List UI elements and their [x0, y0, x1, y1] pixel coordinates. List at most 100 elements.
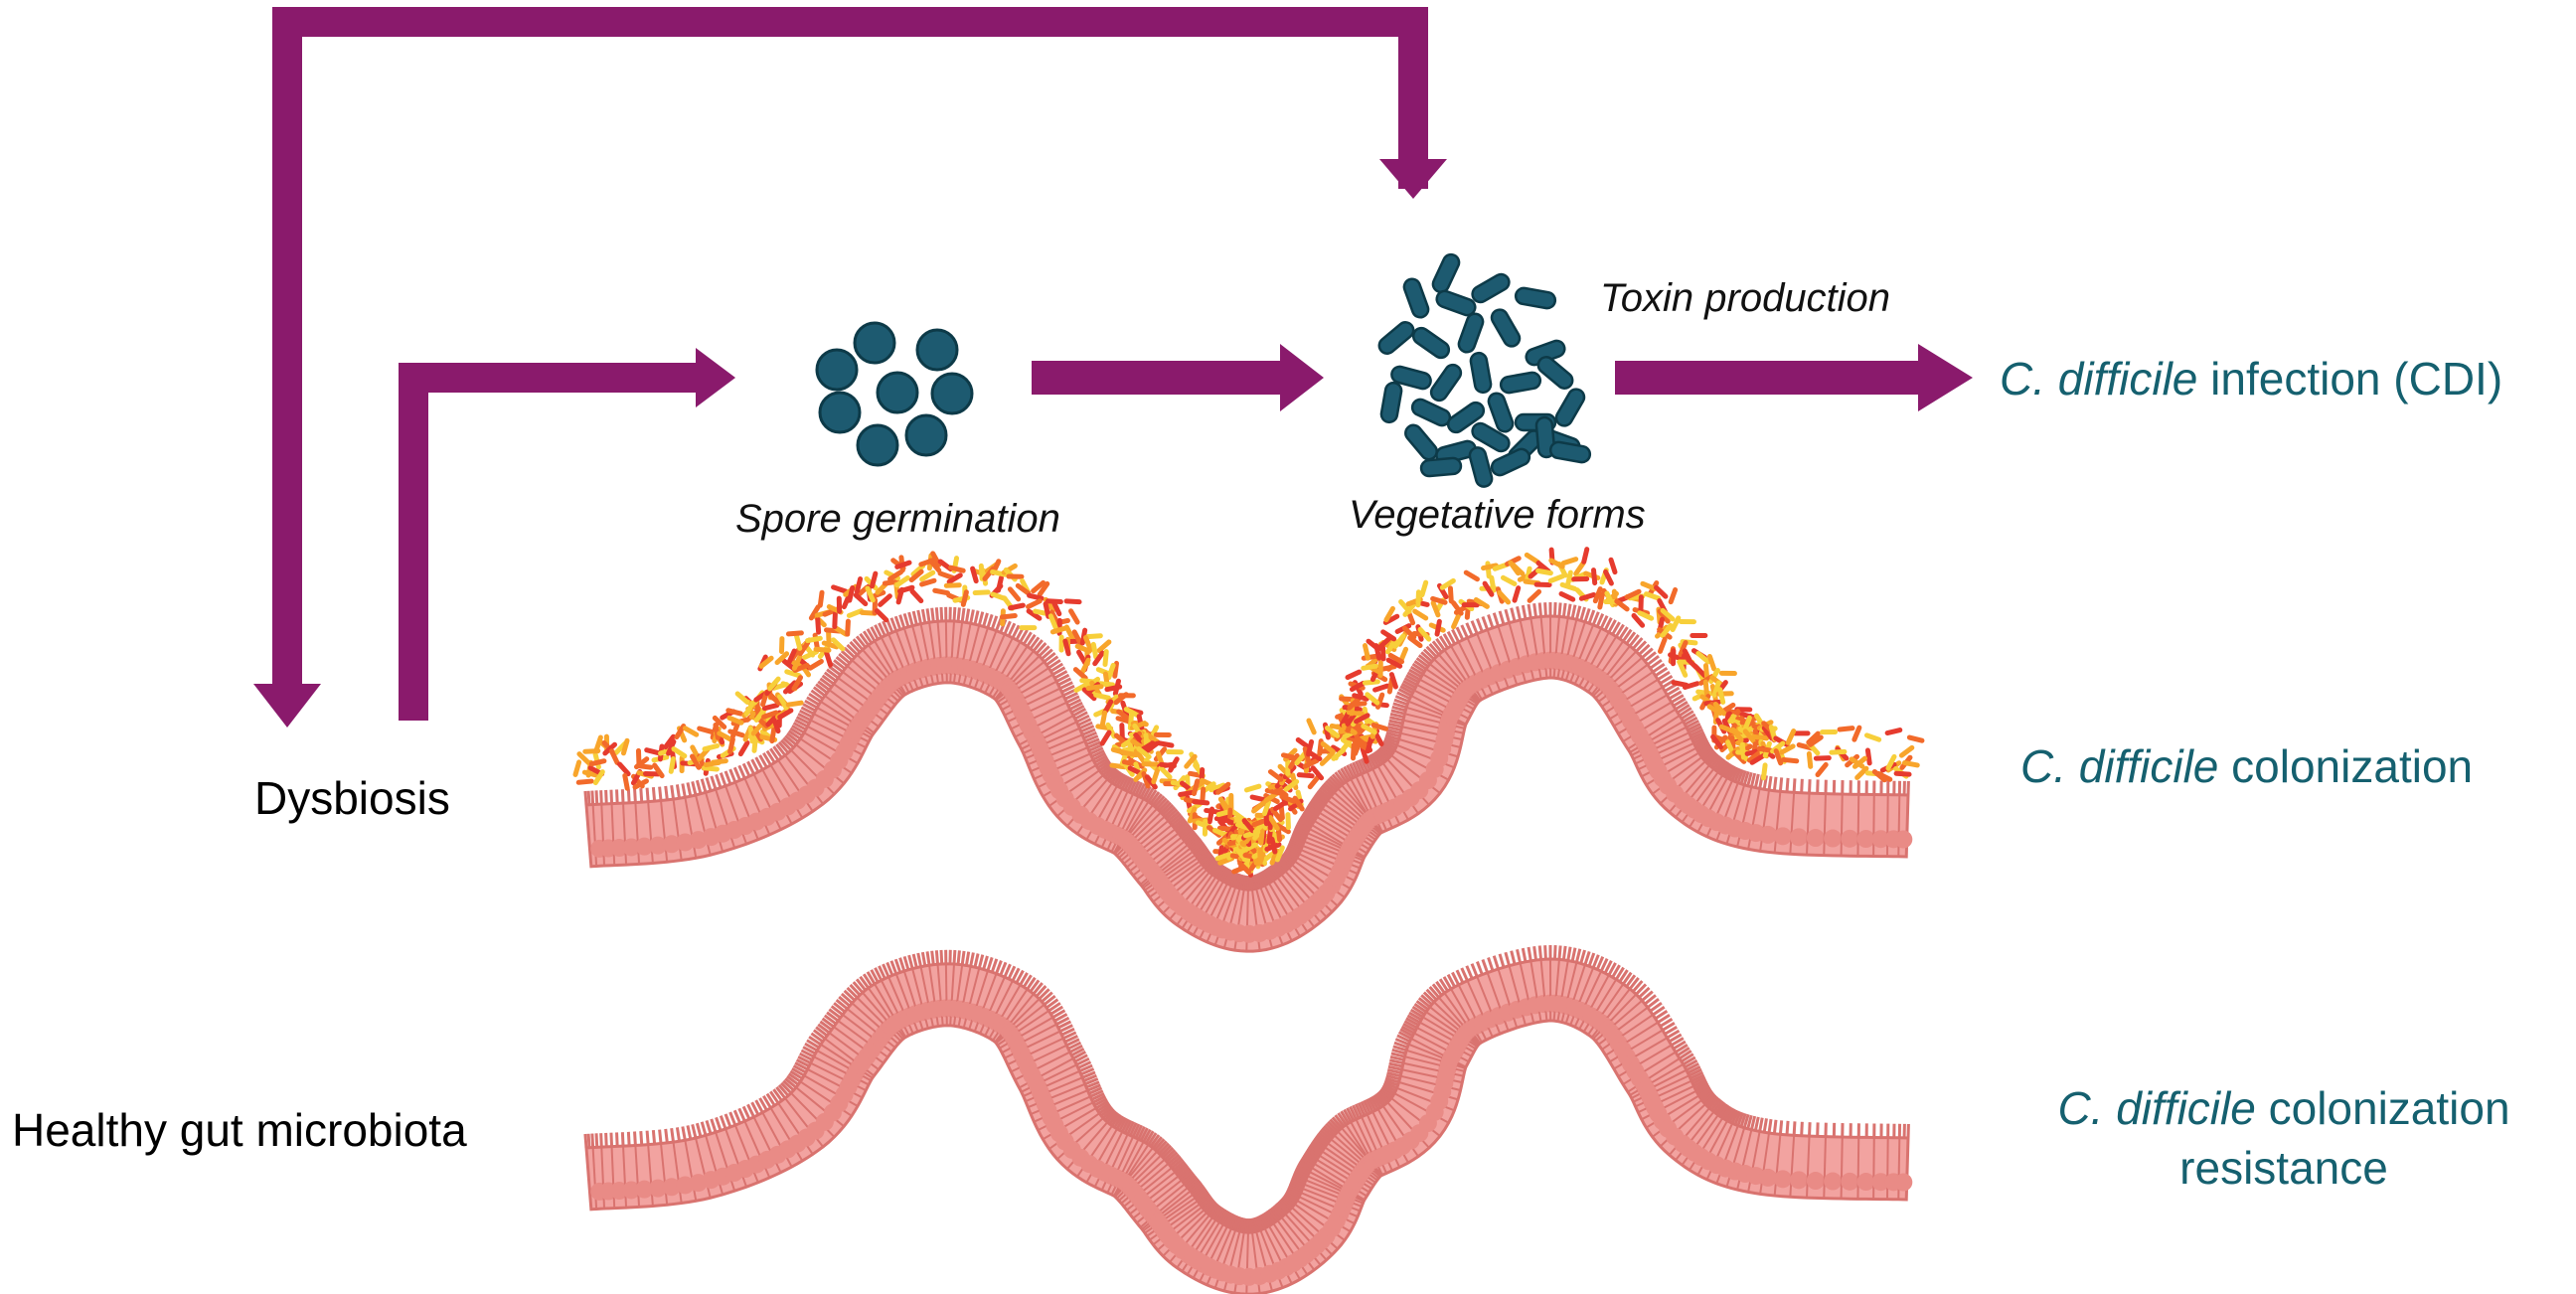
commensal-microbe	[1345, 669, 1363, 681]
commensal-microbe	[887, 569, 903, 582]
microvillus	[1587, 609, 1596, 624]
microvillus	[1277, 1200, 1290, 1213]
microvillus	[1460, 967, 1469, 982]
cell-border	[622, 803, 628, 866]
microvillus	[1687, 722, 1701, 731]
microvillus	[799, 1051, 813, 1061]
microvillus	[982, 955, 989, 970]
microvillus	[986, 613, 994, 629]
microvillus	[1381, 742, 1395, 752]
microvillus	[1051, 666, 1066, 677]
commensal-microbe	[831, 584, 849, 594]
microvillus	[1611, 964, 1621, 979]
microvillus	[1388, 1058, 1404, 1065]
microvillus	[1657, 671, 1671, 682]
microvillus	[1354, 1103, 1364, 1118]
commensal-microbe	[1377, 660, 1383, 679]
commensal-microbe	[1251, 800, 1267, 814]
microvillus	[1169, 1155, 1183, 1168]
microvillus	[1712, 756, 1724, 770]
microvillus	[1113, 771, 1124, 786]
microvillus	[1286, 1188, 1301, 1197]
microvillus	[789, 1069, 804, 1080]
microvillus	[1284, 1192, 1298, 1203]
microvillus	[1686, 1061, 1699, 1072]
spore	[818, 391, 862, 434]
cell-border	[634, 1145, 641, 1208]
microvillus	[1285, 848, 1299, 858]
microvillus	[1622, 971, 1633, 985]
microvillus	[1235, 1216, 1243, 1231]
microvillus	[1295, 823, 1310, 833]
microvillus	[862, 973, 874, 987]
microvillus	[1057, 1020, 1072, 1030]
microvillus	[1280, 1197, 1294, 1210]
microvillus	[969, 609, 975, 624]
commensal-microbe	[1285, 757, 1291, 776]
microvillus	[1693, 737, 1708, 747]
commensal-microbe	[1660, 622, 1674, 638]
microvillus	[1739, 1112, 1747, 1128]
microvillus	[1011, 624, 1021, 639]
microvillus	[1725, 764, 1736, 779]
microvillus	[1196, 847, 1209, 859]
microvillus	[886, 961, 894, 976]
microvillus	[1334, 771, 1346, 785]
microvillus	[878, 965, 886, 980]
commensal-microbe	[1864, 747, 1872, 766]
microvillus	[1675, 1044, 1689, 1053]
microvillus	[710, 1118, 718, 1133]
microvillus	[1266, 867, 1277, 881]
microvillus	[1668, 690, 1683, 701]
cell-border	[672, 1141, 683, 1204]
microvillus	[828, 665, 842, 677]
microvillus	[840, 649, 854, 662]
microvillus	[609, 789, 614, 804]
microvillus	[1614, 623, 1625, 638]
microvillus	[911, 953, 918, 968]
microvillus	[1723, 1106, 1734, 1121]
cell-nucleus	[635, 1180, 654, 1199]
microvillus	[838, 995, 851, 1008]
commensal-microbe	[1166, 748, 1185, 755]
microvillus	[849, 983, 862, 997]
commensal-microbe	[1660, 607, 1676, 622]
microvillus	[1662, 1022, 1676, 1032]
toxin-arrow-head	[1918, 344, 1973, 411]
microvillus	[1543, 602, 1547, 617]
microvillus	[1273, 861, 1285, 875]
microvillus	[1115, 772, 1126, 787]
microvillus	[746, 1103, 755, 1118]
microvillus	[1057, 677, 1072, 687]
microvillus	[1296, 1164, 1311, 1174]
microvillus	[1566, 603, 1572, 618]
microvillus	[1233, 873, 1242, 889]
commensal-microbe	[1792, 730, 1811, 736]
microvillus	[1408, 1011, 1422, 1022]
microvillus	[1527, 946, 1532, 962]
microvillus	[916, 609, 923, 625]
microvillus	[769, 1090, 780, 1104]
commensal-microbe	[1093, 692, 1111, 701]
microvillus	[1144, 1130, 1155, 1145]
commensal-microbe	[1208, 782, 1226, 793]
microvillus	[1695, 1082, 1709, 1093]
microvillus	[1262, 869, 1273, 884]
microvillus	[960, 950, 966, 966]
commensal-microbe	[1560, 557, 1579, 566]
microvillus	[849, 640, 862, 654]
bacterium-rod	[1446, 401, 1486, 434]
microvillus	[1201, 1197, 1214, 1209]
microvillus	[977, 954, 985, 969]
commensal-microbe	[1374, 692, 1385, 710]
toxin-production-label: Toxin production	[1600, 276, 1891, 320]
commensal-microbe	[824, 650, 834, 668]
microvillus	[1659, 1018, 1674, 1028]
microvillus	[1092, 751, 1107, 761]
microvillus	[1038, 645, 1050, 658]
microvillus	[777, 740, 790, 754]
microvillus	[695, 779, 703, 795]
commensal-microbe	[682, 726, 700, 737]
microvillus	[782, 736, 795, 749]
commensal-microbe	[1192, 799, 1210, 806]
